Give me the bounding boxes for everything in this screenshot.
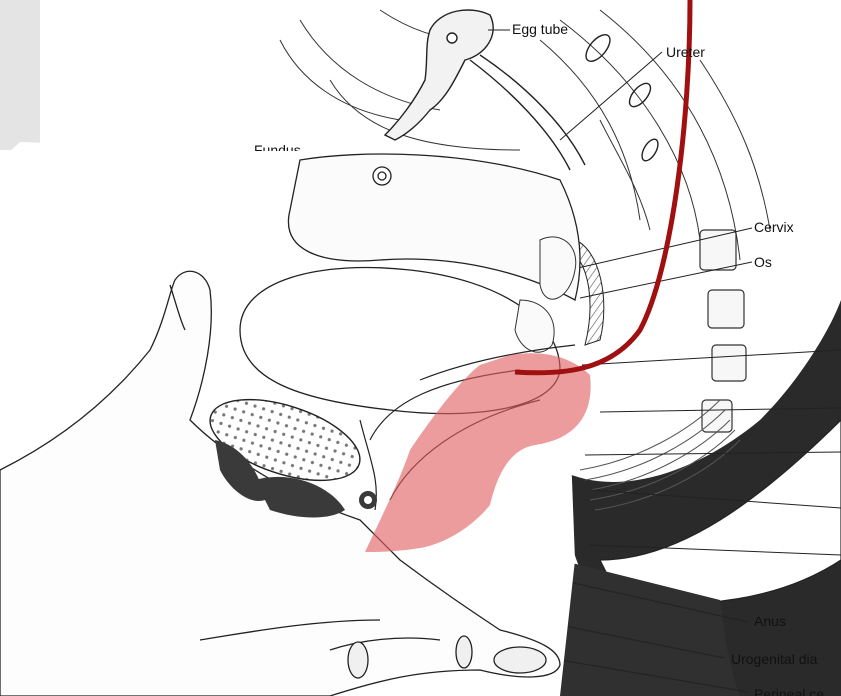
ring-detail [364, 496, 372, 504]
paper-edge-shading [0, 0, 40, 150]
label-perineal: Perineal ce [754, 686, 824, 696]
label-urogenital: Urogenital dia [731, 651, 817, 667]
label-egg-tube: Egg tube [512, 21, 568, 37]
spine-blocks [700, 230, 746, 432]
label-os: Os [754, 254, 772, 270]
label-ureter: Ureter [666, 44, 705, 60]
label-fundus: Fundus [254, 142, 301, 151]
label-cervix: Cervix [754, 219, 794, 235]
label-anus: Anus [754, 613, 786, 629]
